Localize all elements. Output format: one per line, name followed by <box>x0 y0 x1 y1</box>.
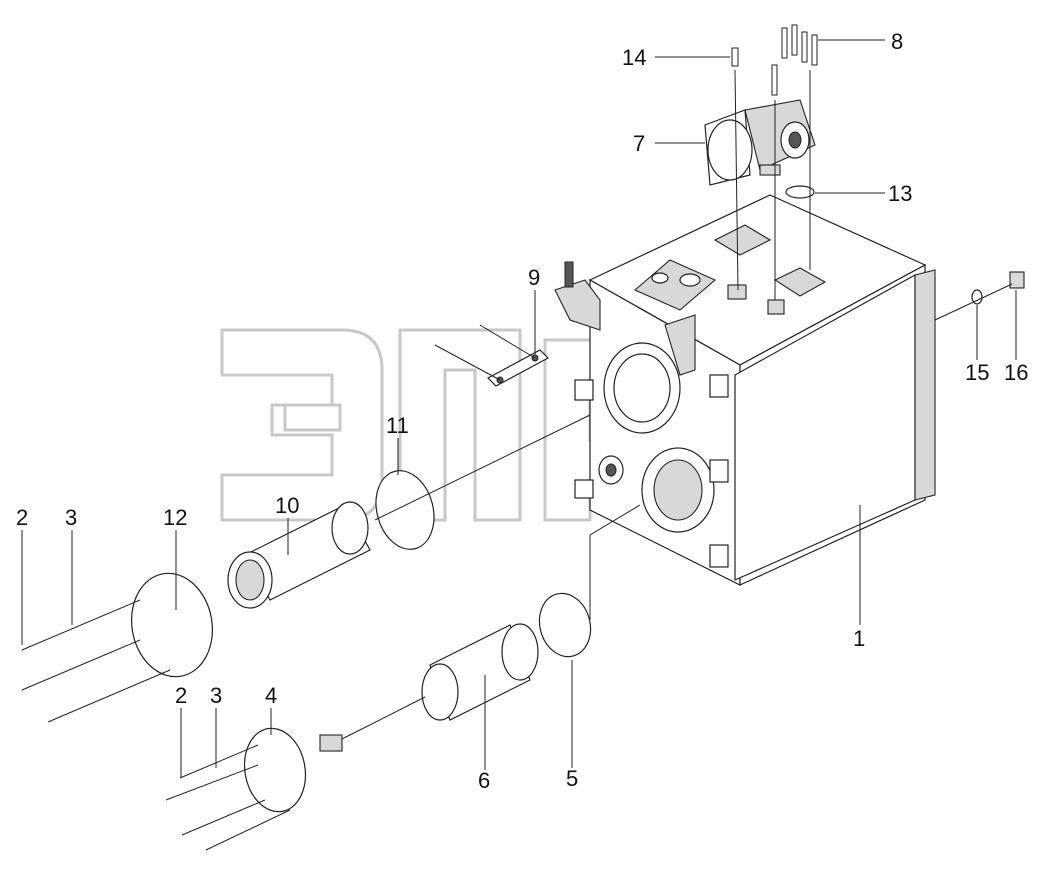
cover-plate-12 <box>130 572 214 678</box>
callout-leaders <box>21 39 1017 778</box>
callout-10: 10 <box>275 493 299 518</box>
callout-14: 14 <box>622 45 646 70</box>
callout-13: 13 <box>888 181 912 206</box>
top-fasteners <box>731 24 818 300</box>
callout-labels: 1 2 3 12 10 11 9 2 3 4 6 5 7 8 13 14 15 … <box>16 29 1028 793</box>
callout-2-upper: 2 <box>16 505 28 530</box>
callout-3-lower: 3 <box>210 683 222 708</box>
callout-6: 6 <box>478 768 490 793</box>
callout-3-upper: 3 <box>65 505 77 530</box>
suction-filter <box>319 623 539 752</box>
callout-1: 1 <box>853 626 865 651</box>
bolt-group-lower <box>21 599 291 851</box>
callout-8: 8 <box>891 29 903 54</box>
pump-assembly <box>704 99 816 186</box>
callout-2-lower: 2 <box>175 683 187 708</box>
drain-plug <box>934 271 1025 321</box>
callout-9: 9 <box>528 265 540 290</box>
callout-4: 4 <box>265 683 277 708</box>
cover-plate-4 <box>243 727 307 813</box>
filter-housing <box>227 414 591 609</box>
callout-5: 5 <box>566 766 578 791</box>
callout-15: 15 <box>965 360 989 385</box>
callout-11: 11 <box>386 413 409 438</box>
callout-7: 7 <box>633 131 645 156</box>
o-ring-5 <box>538 592 592 658</box>
callout-16: 16 <box>1004 360 1028 385</box>
clamp-plate <box>434 324 549 387</box>
tank-body <box>554 194 936 586</box>
callout-12: 12 <box>163 505 187 530</box>
o-ring-11 <box>375 470 435 550</box>
